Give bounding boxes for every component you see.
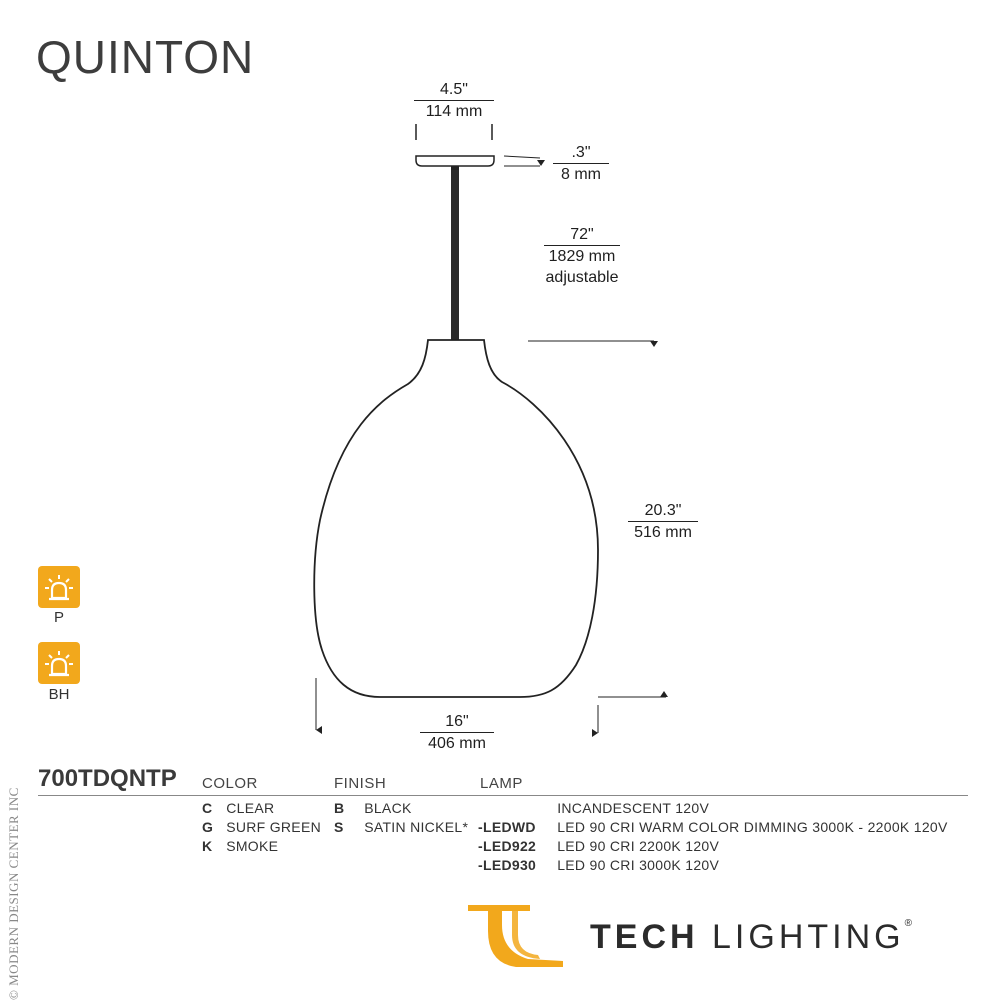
model-number: 700TDQNTP [38, 765, 177, 792]
canopy-height-arrow [537, 160, 545, 166]
spec-divider [38, 795, 968, 796]
finish-code: S [334, 819, 344, 835]
lamp-label: LED 90 CRI WARM COLOR DIMMING 3000K - 22… [557, 819, 948, 835]
lamp-label: INCANDESCENT 120V [557, 800, 710, 816]
lamp-code: -LED922 [478, 838, 537, 854]
canopy-width-in: 4.5" [414, 79, 494, 101]
canopy-width-mm: 114 mm [425, 103, 483, 120]
canopy-height-label: .3" 8 mm [553, 142, 609, 185]
lamp-code: -LED930 [478, 857, 537, 873]
color-option: G SURF GREEN [202, 819, 321, 835]
product-title: QUINTON [36, 31, 255, 83]
alarm-light-icon [38, 642, 80, 684]
shade-width-label: 16" 406 mm [420, 711, 494, 754]
badge-label-bh: BH [48, 686, 70, 703]
finish-option: B BLACK [334, 800, 412, 816]
lamp-label: LED 90 CRI 2200K 120V [557, 838, 720, 854]
lamp-option: -LED922 LED 90 CRI 2200K 120V [478, 838, 719, 854]
finish-code: B [334, 800, 345, 816]
cord-length-in: 72" [544, 224, 620, 246]
finish-option: S SATIN NICKEL* [334, 819, 468, 835]
lamp-option: -LED930 LED 90 CRI 3000K 120V [478, 857, 719, 873]
cord-length-note: adjustable [545, 269, 619, 286]
color-label: SURF GREEN [226, 819, 321, 835]
color-label: CLEAR [226, 800, 275, 816]
shade-height-in: 20.3" [628, 500, 698, 522]
shade-height-mm: 516 mm [634, 524, 692, 541]
shade-height-label: 20.3" 516 mm [628, 500, 698, 543]
canopy-height-in: .3" [553, 142, 609, 164]
lamp-option: INCANDESCENT 120V [478, 800, 709, 816]
badge-label-p: P [53, 609, 64, 626]
registered-mark: ® [904, 918, 912, 929]
brand-lighting: LIGHTING [712, 918, 905, 956]
color-code: K [202, 838, 213, 854]
copyright-text: © MODERN DESIGN CENTER INC [6, 787, 21, 1000]
lamp-header: LAMP [480, 775, 523, 792]
canopy-height-line-top [503, 155, 541, 159]
canopy-width-label: 4.5" 114 mm [414, 79, 494, 122]
shade-width-mm: 406 mm [428, 735, 486, 752]
lamp-code: -LEDWD [478, 819, 536, 835]
color-option: C CLEAR [202, 800, 274, 816]
finish-label: BLACK [364, 800, 412, 816]
canopy-stem-cap [451, 166, 459, 172]
color-code: C [202, 800, 213, 816]
canopy-height-mm: 8 mm [561, 166, 601, 183]
finish-header: FINISH [334, 775, 387, 792]
canopy [415, 155, 495, 167]
shade-height-arrow [660, 691, 668, 697]
shade-width-left-arrow [316, 726, 322, 734]
alarm-light-icon [38, 566, 80, 608]
shade-width-in: 16" [420, 711, 494, 733]
cord-length-mm: 1829 mm [548, 248, 616, 265]
lamp-option: -LEDWD LED 90 CRI WARM COLOR DIMMING 300… [478, 819, 948, 835]
lamp-label: LED 90 CRI 3000K 120V [557, 857, 720, 873]
finish-label: SATIN NICKEL* [364, 819, 469, 835]
color-option: K SMOKE [202, 838, 278, 854]
color-header: COLOR [202, 775, 258, 792]
color-label: SMOKE [226, 838, 279, 854]
brand-wordmark: TECH LIGHTING® [590, 918, 912, 957]
pendant-shade [313, 339, 599, 698]
pendant-drawing [313, 124, 668, 737]
cord-length-label: 72" 1829 mm adjustable [532, 224, 632, 288]
cord-length-arrow [650, 341, 658, 347]
color-code: G [202, 819, 214, 835]
tech-lighting-logo-icon [468, 905, 563, 967]
shade-width-right-arrow [592, 729, 598, 737]
pendant-cord [451, 170, 459, 340]
brand-tech: TECH [590, 918, 699, 956]
